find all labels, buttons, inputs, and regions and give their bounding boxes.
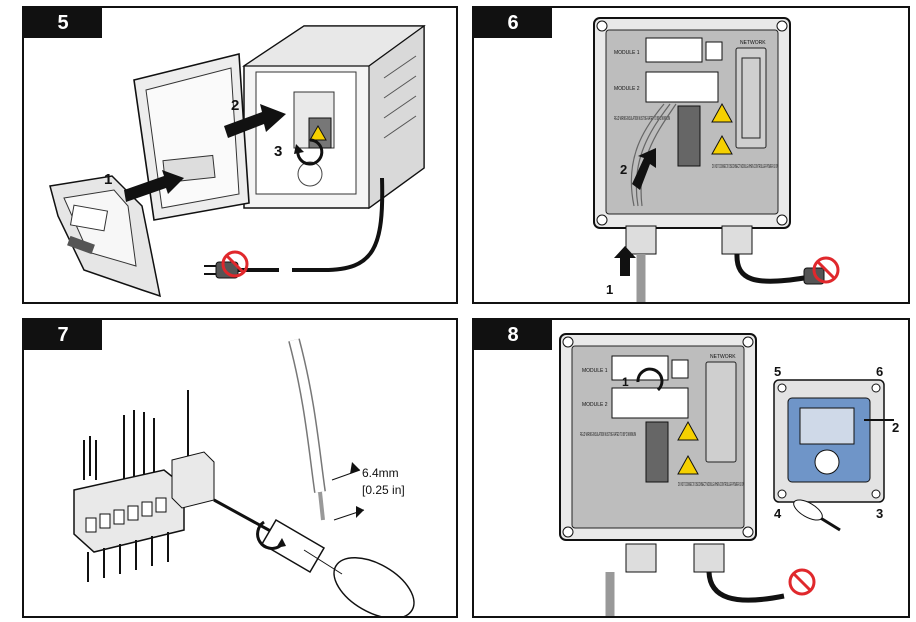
svg-text:FIELD WIRING INSULATION MUST B: FIELD WIRING INSULATION MUST BE RATED TO…	[580, 432, 636, 438]
svg-text:5: 5	[774, 364, 781, 379]
svg-text:2: 2	[620, 162, 627, 177]
step-7-illustration: 6.4mm [0.25 in]	[73, 338, 415, 616]
no-power-plug-icon	[788, 568, 816, 596]
svg-text:FIELD WIRING INSULATION MUST B: FIELD WIRING INSULATION MUST BE RATED TO…	[614, 116, 670, 122]
svg-text:MODULE 1: MODULE 1	[614, 50, 640, 56]
no-power-plug-icon	[221, 250, 249, 278]
callout-2: 2	[231, 97, 239, 114]
svg-text:6: 6	[876, 364, 883, 379]
svg-text:MODULE 2: MODULE 2	[614, 86, 640, 92]
svg-text:NETWORK: NETWORK	[740, 40, 766, 46]
panel-step-8: 8 MODULE 1 MODULE 2 NETWORK FIELD WIRING…	[472, 318, 910, 618]
step-number-badge: 6	[474, 8, 552, 38]
screwdriver-icon	[213, 498, 415, 616]
svg-text:3: 3	[876, 506, 883, 521]
callout-1: 1	[104, 171, 112, 188]
step-number-badge: 5	[24, 8, 102, 38]
step-number-badge: 8	[474, 320, 552, 350]
no-power-plug-icon	[812, 256, 840, 284]
step-5-illustration: 1 2 3	[49, 24, 426, 298]
svg-text:NETWORK: NETWORK	[710, 354, 736, 360]
svg-text:DO NOT CONNECT/ DISCONNECT MOD: DO NOT CONNECT/ DISCONNECT MODULE WHEN C…	[678, 482, 744, 488]
svg-text:MODULE 1: MODULE 1	[582, 368, 608, 374]
strip-length-imperial: [0.25 in]	[362, 483, 405, 497]
callout-3: 3	[274, 143, 282, 160]
svg-text:1: 1	[606, 282, 613, 297]
step-number-badge: 7	[24, 320, 102, 350]
svg-text:4: 4	[774, 506, 782, 521]
step-8-illustration: MODULE 1 MODULE 2 NETWORK FIELD WIRING I…	[559, 333, 899, 616]
panel-step-6: 6 MODULE 1 MODULE 2 NETWORK FIELD WIRING…	[472, 6, 910, 304]
warning-icon	[711, 134, 733, 155]
svg-text:1: 1	[622, 375, 629, 389]
panel-step-7: 7 6.4mm [0.25 in]	[22, 318, 458, 618]
svg-text:MODULE 2: MODULE 2	[582, 402, 608, 408]
panel-step-5: 5	[22, 6, 458, 304]
step-6-illustration: MODULE 1 MODULE 2 NETWORK FIELD WIRING I…	[593, 17, 840, 302]
strip-length-label: 6.4mm	[362, 466, 399, 480]
svg-text:DO NOT CONNECT/ DISCONNECT MOD: DO NOT CONNECT/ DISCONNECT MODULE WHEN C…	[712, 164, 778, 170]
svg-text:2: 2	[892, 420, 899, 435]
electrical-hazard-icon	[711, 102, 733, 123]
